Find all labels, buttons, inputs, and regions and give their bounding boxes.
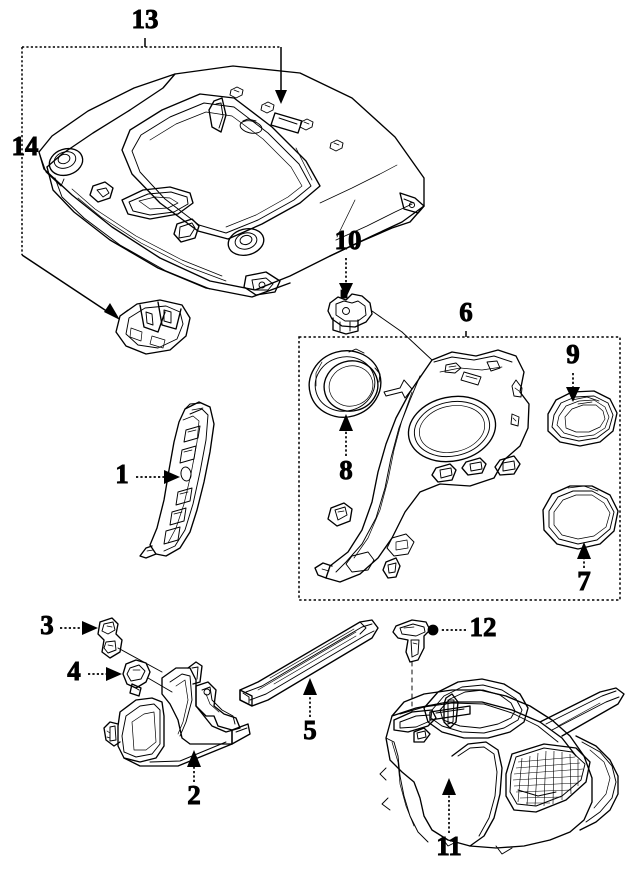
tray-clip-slots — [208, 86, 344, 152]
quarter-trim-group-box — [298, 336, 621, 601]
lower-clip-bracket — [122, 659, 173, 697]
callout-13-leader — [21, 38, 287, 255]
callout-11-leader — [442, 778, 456, 833]
upper-clip-bracket — [97, 617, 163, 673]
quarter-trim-panel — [314, 331, 530, 583]
callout-14-leader — [21, 254, 120, 320]
retainer-clip-10 — [327, 289, 403, 335]
rear-trunk-side-trim — [379, 678, 625, 855]
callout-8-leader — [339, 414, 353, 456]
callout-label-14[interactable]: 14 — [11, 131, 39, 162]
callout-label-11[interactable]: 11 — [436, 831, 462, 862]
callout-1-leader — [136, 470, 180, 484]
callout-10-leader — [339, 258, 353, 298]
b-pillar-lower-trim — [139, 401, 215, 559]
cargo-hook-clip — [392, 619, 431, 713]
callout-7-leader — [577, 542, 591, 568]
callout-3-leader — [60, 621, 98, 635]
callout-5-leader — [303, 678, 317, 717]
callout-label-7[interactable]: 7 — [577, 566, 591, 597]
speaker-grille-large — [308, 348, 382, 418]
callout-label-1[interactable]: 1 — [115, 459, 129, 490]
callout-label-13[interactable]: 13 — [131, 4, 159, 35]
seat-belt-anchor-bracket — [103, 661, 251, 767]
tray-belt-turret-left — [48, 147, 84, 177]
package-tray-trim — [38, 65, 425, 298]
callout-label-12[interactable]: 12 — [469, 612, 497, 643]
tray-belt-turret-right — [227, 227, 265, 257]
callout-2-leader — [187, 750, 201, 782]
trunk-trim-speaker-mesh — [505, 743, 591, 813]
callout-label-3[interactable]: 3 — [40, 610, 54, 641]
package-tray-retainer — [115, 299, 191, 355]
speaker-grille-lower — [542, 485, 619, 550]
callout-label-9[interactable]: 9 — [566, 339, 580, 370]
callout-label-2[interactable]: 2 — [187, 780, 201, 811]
callout-label-10[interactable]: 10 — [334, 225, 362, 256]
callout-4-leader — [88, 667, 122, 681]
callout-9-leader — [566, 373, 580, 402]
door-sill-scuff-plate — [239, 619, 379, 707]
speaker-grille-upper — [547, 390, 618, 447]
callout-label-8[interactable]: 8 — [339, 455, 353, 486]
callout-label-6[interactable]: 6 — [459, 297, 473, 328]
callout-label-4[interactable]: 4 — [67, 656, 81, 687]
callout-label-5[interactable]: 5 — [303, 715, 317, 746]
callout-12-leader — [427, 624, 466, 636]
